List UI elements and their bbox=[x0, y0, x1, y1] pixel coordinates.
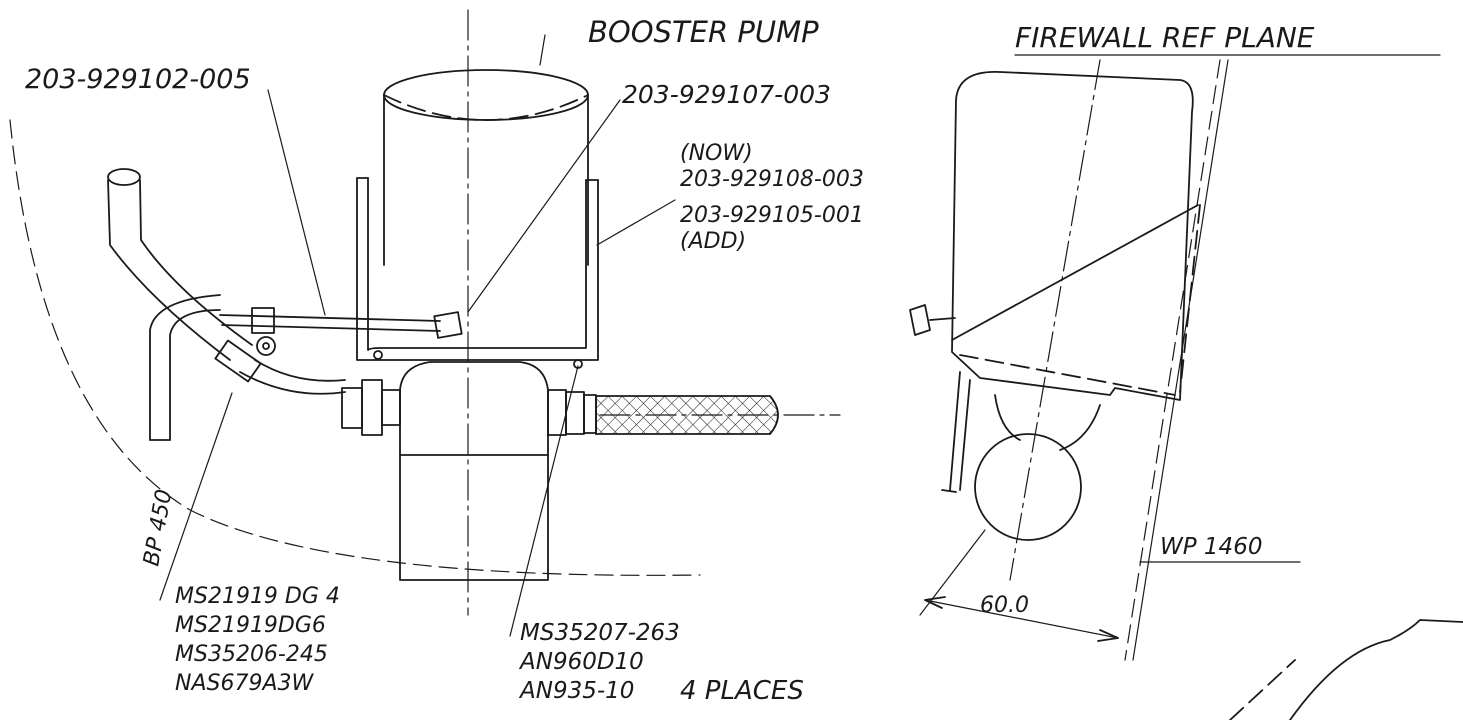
label-part-bracket: 203-929102-005 bbox=[25, 64, 251, 95]
leader-lines bbox=[159, 34, 676, 637]
booster-pump-cylinder bbox=[383, 69, 589, 266]
label-booster-pump: BOOSTER PUMP bbox=[588, 15, 819, 49]
pump-u-bracket bbox=[356, 177, 599, 369]
label-part-clamp: 203-929107-003 bbox=[622, 80, 831, 109]
firewall-side-view bbox=[909, 59, 1229, 661]
fuel-tubes-left bbox=[107, 168, 346, 441]
label-hw-right-2: AN960D10 bbox=[518, 649, 644, 675]
label-hw-left-1: MS21919 DG 4 bbox=[175, 584, 340, 609]
partial-detail-outline bbox=[1289, 619, 1463, 720]
dimension-line bbox=[924, 596, 1119, 642]
label-firewall-ref-plane: FIREWALL REF PLANE bbox=[1015, 21, 1315, 54]
label-hw-right-3: AN935-10 bbox=[518, 678, 634, 704]
label-hw-left-3: MS35206-245 bbox=[175, 642, 328, 667]
braided-hose bbox=[595, 395, 779, 435]
partial-detail-dash bbox=[1229, 659, 1296, 720]
label-hw-right-1: MS35207-263 bbox=[520, 620, 680, 646]
tank-outline-arc bbox=[9, 119, 701, 576]
label-hw-left-2: MS21919DG6 bbox=[175, 613, 326, 638]
label-note-now: (NOW) bbox=[680, 141, 753, 166]
clamp-rod bbox=[219, 307, 463, 356]
pump-housing bbox=[341, 361, 597, 581]
label-part-now: 203-929108-003 bbox=[680, 167, 864, 192]
label-station-wp: WP 1460 bbox=[1160, 534, 1262, 560]
label-dimension: 60.0 bbox=[980, 593, 1029, 618]
label-hw-right-qty: 4 PLACES bbox=[680, 676, 804, 706]
label-note-add: (ADD) bbox=[680, 229, 746, 254]
label-hw-left-4: NAS679A3W bbox=[175, 671, 315, 696]
label-station-bp: BP 450 bbox=[139, 488, 177, 569]
label-part-add: 203-929105-001 bbox=[680, 203, 864, 228]
